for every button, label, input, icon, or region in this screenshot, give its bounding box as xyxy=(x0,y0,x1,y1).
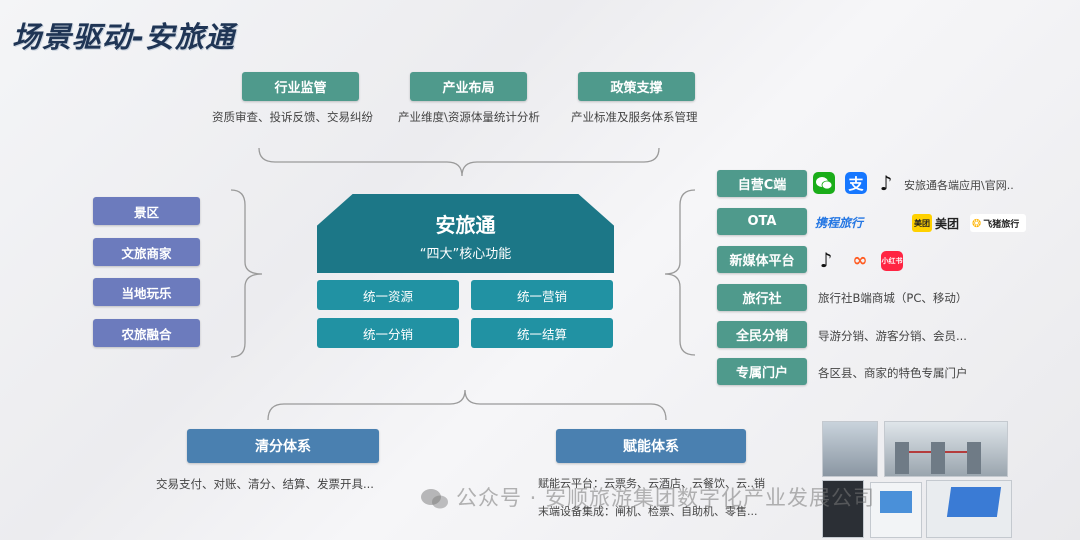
fliggy-logo: ❂ 飞猪旅行 xyxy=(970,214,1026,232)
bottom-box-enablement: 赋能体系 xyxy=(556,429,746,463)
travel-agency-desc: 旅行社B端商城（PC、移动） xyxy=(818,291,968,305)
turnstile-drawing xyxy=(895,442,981,474)
xiaohongshu-icon: 小红书 xyxy=(881,251,903,271)
ticket-gate-image xyxy=(822,421,878,477)
bottom-box-clearing: 清分体系 xyxy=(187,429,379,463)
turnstile-row-image xyxy=(884,421,1008,477)
top-box-industry-layout: 产业布局 xyxy=(410,72,527,101)
wechat-watermark-icon xyxy=(420,487,450,511)
right-bracket xyxy=(664,189,696,356)
left-box-local-fun: 当地玩乐 xyxy=(93,278,200,306)
right-box-ota: OTA xyxy=(717,208,807,235)
pos-screen xyxy=(946,487,1002,517)
top-desc-policy-support: 产业标准及服务体系管理 xyxy=(571,110,698,124)
douyin-icon: ♪ xyxy=(879,171,893,195)
left-bracket xyxy=(230,189,263,358)
left-box-agri-tourism: 农旅融合 xyxy=(93,319,200,347)
watermark: 公众号 · 安顺旅游集团数字化产业发展公司 xyxy=(420,482,875,512)
left-box-scenic-area: 景区 xyxy=(93,197,200,225)
meituan-badge-icon: 美团 xyxy=(912,214,932,232)
distribution-desc: 导游分销、游客分销、会员... xyxy=(818,329,967,343)
right-box-portal: 专属门户 xyxy=(717,358,807,385)
core-function-settlement: 统一结算 xyxy=(471,318,613,348)
right-box-travel-agency: 旅行社 xyxy=(717,284,807,311)
enablement-desc-cloud: 赋能云平台：云票务、云酒店、云餐饮、云..销 xyxy=(538,477,765,490)
core-function-resources: 统一资源 xyxy=(317,280,459,310)
core-function-distribution: 统一分销 xyxy=(317,318,459,348)
top-desc-industry-supervision: 资质审查、投诉反馈、交易纠纷 xyxy=(212,110,373,124)
kuaishou-icon: ∞ xyxy=(852,249,868,271)
portal-desc: 各区县、商家的特色专属门户 xyxy=(818,366,968,380)
watermark-text: 公众号 · 安顺旅游集团数字化产业发展公司 xyxy=(456,486,876,510)
right-box-self-operated: 自营C端 xyxy=(717,170,807,197)
clearing-desc: 交易支付、对账、清分、结算、发票开具... xyxy=(156,477,374,491)
right-box-new-media: 新媒体平台 xyxy=(717,246,807,273)
core-title: 安旅通 xyxy=(435,213,496,237)
meituan-logo: 美团 xyxy=(935,217,960,231)
core-subtitle: “四大”核心功能 xyxy=(419,247,512,262)
wechat-icon xyxy=(813,172,835,194)
top-bracket xyxy=(258,147,660,177)
page-title: 场景驱动-安旅通 xyxy=(12,20,236,54)
top-box-policy-support: 政策支撑 xyxy=(578,72,695,101)
top-box-industry-supervision: 行业监管 xyxy=(242,72,359,101)
alipay-icon: 支 xyxy=(845,172,867,194)
core-header xyxy=(317,194,614,273)
kiosk-screen xyxy=(880,491,912,513)
right-box-distribution: 全民分销 xyxy=(717,321,807,348)
top-desc-industry-layout: 产业维度\资源体量统计分析 xyxy=(398,110,540,124)
self-service-machine-image xyxy=(870,482,922,538)
bottom-bracket xyxy=(267,389,667,421)
core-function-marketing: 统一营销 xyxy=(471,280,613,310)
ctrip-logo: 携程旅行 xyxy=(815,216,864,230)
fliggy-text: 飞猪旅行 xyxy=(983,219,1020,230)
ticket-kiosk-image xyxy=(822,480,864,538)
pos-terminal-image xyxy=(926,480,1012,538)
fliggy-icon: ❂ xyxy=(972,216,982,230)
enablement-desc-devices: 末端设备集成：闸机、检票、自助机、零售... xyxy=(538,505,758,518)
douyin-icon: ♪ xyxy=(819,248,833,272)
self-operated-desc: 安旅通各端应用\官网.. xyxy=(904,179,1014,192)
left-box-cultural-merchants: 文旅商家 xyxy=(93,238,200,266)
